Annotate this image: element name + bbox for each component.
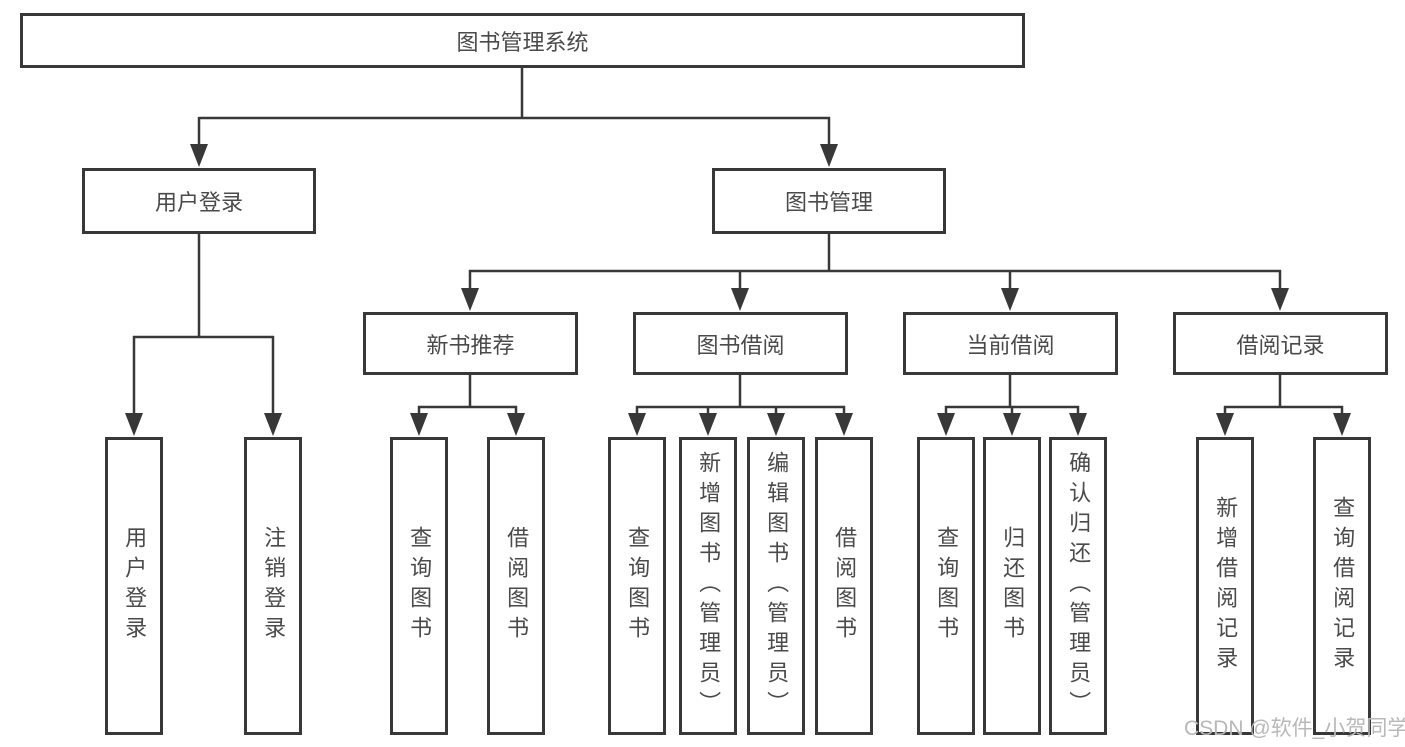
leaf-add-books-admin-label: 新增图书（管理员） bbox=[696, 451, 722, 721]
node-root-label: 图书管理系统 bbox=[456, 29, 589, 55]
leaf-query-books-borrow: 查询图书 bbox=[608, 437, 666, 735]
leaf-add-borrow-record: 新增借阅记录 bbox=[1196, 437, 1254, 735]
connector-paths bbox=[132, 68, 1344, 416]
leaf-borrow-books-label: 借阅图书 bbox=[832, 526, 858, 646]
leaf-edit-books-admin-label: 编辑图书（管理员） bbox=[764, 451, 790, 721]
arrowheads bbox=[125, 144, 1351, 436]
node-root: 图书管理系统 bbox=[20, 13, 1025, 68]
leaf-return-books: 归还图书 bbox=[983, 437, 1041, 735]
node-book-management-label: 图书管理 bbox=[784, 190, 873, 215]
arrow-down-icon bbox=[628, 413, 646, 436]
node-current-borrowing-label: 当前借阅 bbox=[966, 332, 1055, 358]
node-user-login-label: 用户登录 bbox=[154, 190, 243, 215]
watermark: CSDN @软件_小贺同学 bbox=[1184, 717, 1405, 740]
node-new-book-recommend-label: 新书推荐 bbox=[426, 332, 515, 358]
arrow-down-icon bbox=[731, 288, 749, 311]
node-book-management: 图书管理 bbox=[712, 168, 946, 234]
arrow-down-icon bbox=[835, 413, 853, 436]
node-borrowing-records: 借阅记录 bbox=[1173, 312, 1388, 375]
leaf-query-books-current: 查询图书 bbox=[917, 437, 975, 735]
arrow-down-icon bbox=[1069, 413, 1087, 436]
leaf-borrow-books-recommend: 借阅图书 bbox=[487, 437, 545, 735]
leaf-query-borrow-record: 查询借阅记录 bbox=[1313, 437, 1371, 735]
leaf-return-books-label: 归还图书 bbox=[1000, 526, 1026, 646]
node-current-borrowing: 当前借阅 bbox=[903, 312, 1118, 375]
node-book-borrowing-label: 图书借阅 bbox=[696, 332, 785, 358]
arrow-down-icon bbox=[820, 144, 838, 167]
leaf-borrow-books: 借阅图书 bbox=[815, 437, 873, 735]
arrow-down-icon bbox=[1333, 413, 1351, 436]
arrow-down-icon bbox=[1216, 413, 1234, 436]
leaf-query-borrow-record-label: 查询借阅记录 bbox=[1330, 496, 1356, 676]
arrow-down-icon bbox=[461, 288, 479, 311]
leaf-query-books-recommend: 查询图书 bbox=[390, 437, 448, 735]
arrow-down-icon bbox=[937, 413, 955, 436]
arrow-down-icon bbox=[507, 413, 525, 436]
leaf-confirm-return-admin: 确认归还（管理员） bbox=[1049, 437, 1107, 735]
arrow-down-icon bbox=[699, 413, 717, 436]
arrow-down-icon bbox=[1003, 413, 1021, 436]
arrow-down-icon bbox=[410, 413, 428, 436]
leaf-logout: 注销登录 bbox=[244, 437, 302, 735]
arrow-down-icon bbox=[767, 413, 785, 436]
leaf-query-books-borrow-label: 查询图书 bbox=[625, 526, 651, 646]
node-book-borrowing: 图书借阅 bbox=[633, 312, 848, 375]
node-new-book-recommend: 新书推荐 bbox=[363, 312, 578, 375]
arrow-down-icon bbox=[264, 413, 282, 436]
node-borrowing-records-label: 借阅记录 bbox=[1236, 332, 1325, 358]
arrow-down-icon bbox=[125, 413, 143, 436]
leaf-borrow-books-recommend-label: 借阅图书 bbox=[504, 526, 530, 646]
arrow-down-icon bbox=[1271, 288, 1289, 311]
arrow-down-icon bbox=[1001, 288, 1019, 311]
node-user-login: 用户登录 bbox=[82, 168, 316, 234]
leaf-logout-label: 注销登录 bbox=[261, 526, 287, 646]
leaf-edit-books-admin: 编辑图书（管理员） bbox=[747, 437, 805, 735]
leaf-query-books-recommend-label: 查询图书 bbox=[407, 526, 433, 646]
leaf-user-login-label: 用户登录 bbox=[122, 526, 148, 646]
leaf-add-books-admin: 新增图书（管理员） bbox=[679, 437, 737, 735]
arrow-down-icon bbox=[190, 144, 208, 167]
leaf-confirm-return-admin-label: 确认归还（管理员） bbox=[1066, 451, 1092, 721]
leaf-user-login: 用户登录 bbox=[105, 437, 163, 735]
leaf-query-books-current-label: 查询图书 bbox=[934, 526, 960, 646]
leaf-add-borrow-record-label: 新增借阅记录 bbox=[1213, 496, 1239, 676]
